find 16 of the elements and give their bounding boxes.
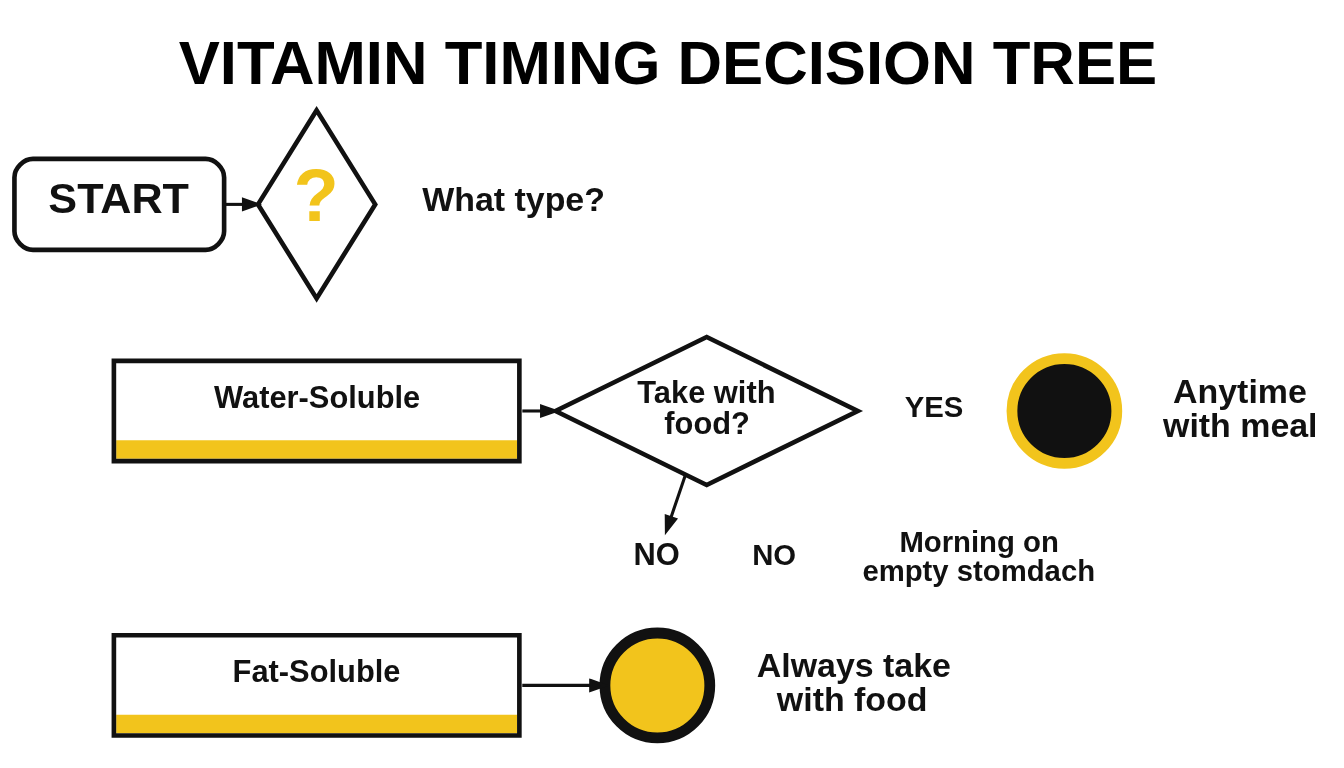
arrow	[664, 474, 687, 536]
node-label: Always take with food	[756, 646, 951, 719]
label: NO	[752, 537, 797, 571]
node-label: What type?	[422, 180, 605, 219]
arrow	[224, 197, 263, 212]
label: Morning on empty stomdach	[862, 524, 1096, 587]
label: YES	[904, 389, 964, 423]
node-box: Fat-Soluble	[111, 633, 522, 738]
node-diamond: ?	[255, 105, 378, 303]
node-label: Anytime with meal	[1163, 371, 1318, 444]
node-box: Water-Soluble	[111, 358, 522, 464]
diagram-title: VITAMIN TIMING DECISION TREE	[178, 28, 1158, 98]
node-text: NO	[633, 537, 680, 573]
node-circle	[1006, 353, 1123, 469]
node-circle	[599, 627, 716, 744]
node-box: START	[12, 156, 227, 253]
